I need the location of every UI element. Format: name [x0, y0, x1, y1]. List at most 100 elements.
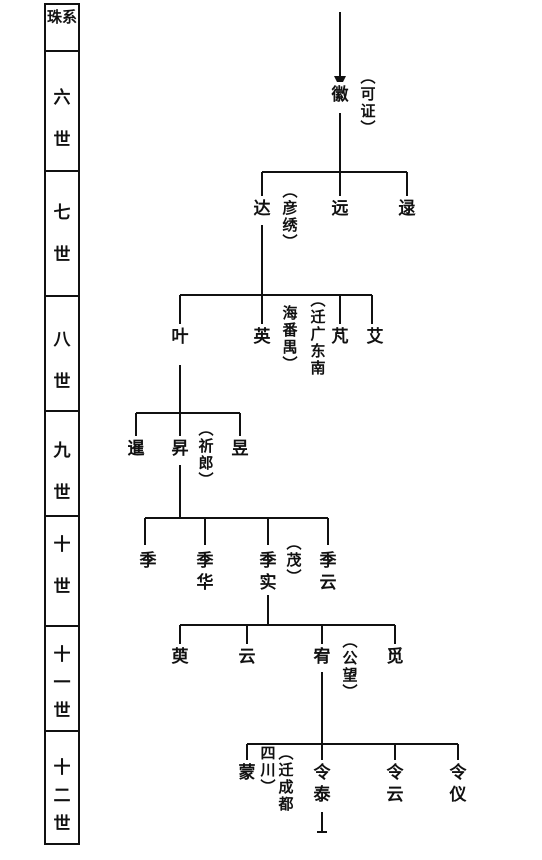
person-note-char: 郎: [198, 454, 213, 472]
node-background: [258, 548, 278, 592]
node-background: [252, 196, 272, 220]
person-note-ying: 禺: [282, 338, 297, 356]
person-name-yun: 云: [239, 647, 256, 667]
gen-label-char: 世: [53, 130, 71, 150]
gen-label-char: 世: [53, 245, 71, 265]
person-note-char: 彦: [282, 199, 297, 217]
node-background: [365, 324, 385, 348]
gen-label-7: 七世: [44, 205, 80, 289]
node-background: [312, 760, 332, 804]
person-note-char: ︶: [197, 471, 213, 489]
node-background: [170, 436, 190, 460]
gen-label-char: 世: [53, 372, 71, 392]
person-name-lingtai: 令: [314, 762, 332, 783]
person-name-ai: 艾: [367, 326, 384, 347]
person-name-you: 宥: [313, 646, 331, 667]
node-background: [385, 760, 405, 804]
person-name-lingyun: 令: [387, 762, 405, 783]
node-background: [237, 644, 257, 668]
person-note-meng: 迁: [278, 761, 293, 779]
person-note-ying: 东: [310, 342, 325, 360]
person-note-char: 望: [342, 666, 357, 684]
node-background: [330, 196, 350, 220]
person-name-da: 达: [254, 198, 271, 219]
node-background: [138, 548, 158, 572]
person-name-jihua: 华: [197, 572, 214, 593]
person-name-lingtai: 泰: [314, 784, 332, 805]
person-name-ying2: 萸: [172, 647, 190, 667]
gen-label-char: 十: [53, 645, 71, 665]
person-name-yuan: 远: [332, 199, 349, 219]
person-name-ye: 叶: [172, 327, 189, 347]
gen-label-12: 十二世: [44, 760, 80, 844]
person-note-char: ︵: [285, 534, 301, 552]
person-name-ying: 英: [254, 326, 272, 347]
person-note-ying: 广: [310, 325, 325, 343]
person-note-ying: 番: [281, 321, 298, 339]
person-note-meng: ︵: [277, 744, 293, 762]
node-background: [126, 436, 146, 460]
person-name-yu: 昱: [232, 439, 249, 459]
node-background: [237, 760, 257, 784]
gen-label-9: 九世: [44, 443, 80, 527]
person-note-char: ︵: [359, 68, 375, 86]
person-note-char: ︶: [359, 119, 375, 137]
person-name-lu: 逯: [399, 198, 416, 219]
node-background: [448, 760, 468, 804]
node-background: [385, 644, 405, 668]
gen-label-char: 一: [53, 673, 71, 693]
gen-label-char: 二: [53, 786, 71, 806]
person-note-char: 证: [360, 102, 375, 120]
gen-label-char: 九: [53, 441, 71, 461]
gen-label-char: 世: [53, 814, 71, 834]
person-name-mi: 觅: [387, 646, 404, 667]
gen-label-char: 八: [53, 330, 71, 350]
person-note-meng: 四: [260, 744, 275, 762]
person-name-jiyun: 云: [320, 573, 337, 593]
person-name-lingyi: 仪: [449, 785, 468, 805]
gen-label-char: 世: [53, 577, 71, 597]
person-note-ying: 海: [282, 304, 297, 322]
person-name-lingyi: 令: [450, 762, 468, 783]
person-note-meng: 川: [259, 761, 275, 779]
gen-label-char: 十: [53, 758, 71, 778]
person-note-char: ︵: [341, 632, 357, 650]
person-name-lingyun: 云: [387, 785, 404, 805]
person-note-char: 绣: [281, 216, 298, 234]
node-background: [170, 324, 190, 348]
gen-label-header: 珠系: [46, 8, 77, 26]
person-note-char: ︵: [281, 182, 297, 200]
node-background: [195, 548, 215, 592]
person-note-ying: ︵: [309, 291, 325, 309]
node-background: [330, 324, 350, 348]
node-background: [318, 548, 338, 592]
person-name-hui: 徽: [331, 84, 350, 105]
node-background: [170, 644, 190, 668]
person-note-char: ︶: [341, 683, 357, 701]
node-background: [330, 82, 350, 106]
person-note-ying: 南: [310, 359, 325, 377]
node-background: [397, 196, 417, 220]
person-note-ying: 迁: [310, 308, 325, 326]
person-note-ying: ︶: [281, 355, 297, 373]
person-note-meng: 成: [278, 778, 293, 796]
person-note-meng: 都: [277, 795, 293, 813]
person-note-char: ︶: [281, 233, 297, 251]
person-note-char: 茂: [286, 551, 301, 569]
gen-label-char: 世: [53, 701, 71, 721]
person-name-ji: 季: [140, 550, 157, 571]
person-note-char: ︶: [285, 568, 301, 586]
gen-label-10: 十世: [44, 537, 80, 621]
gen-label-11: 十一世: [44, 647, 80, 731]
person-name-fan: 芃: [332, 326, 349, 347]
node-background: [312, 644, 332, 668]
person-note-char: ︵: [197, 420, 213, 438]
gen-label-char: 世: [53, 483, 71, 503]
gen-label-char: 六: [53, 88, 71, 108]
person-name-jiyun: 季: [320, 550, 337, 571]
gen-cell-12: [44, 730, 80, 845]
person-name-jishi: 实: [260, 572, 277, 593]
person-name-jishi: 季: [260, 550, 277, 571]
generation-column: [0, 0, 100, 860]
